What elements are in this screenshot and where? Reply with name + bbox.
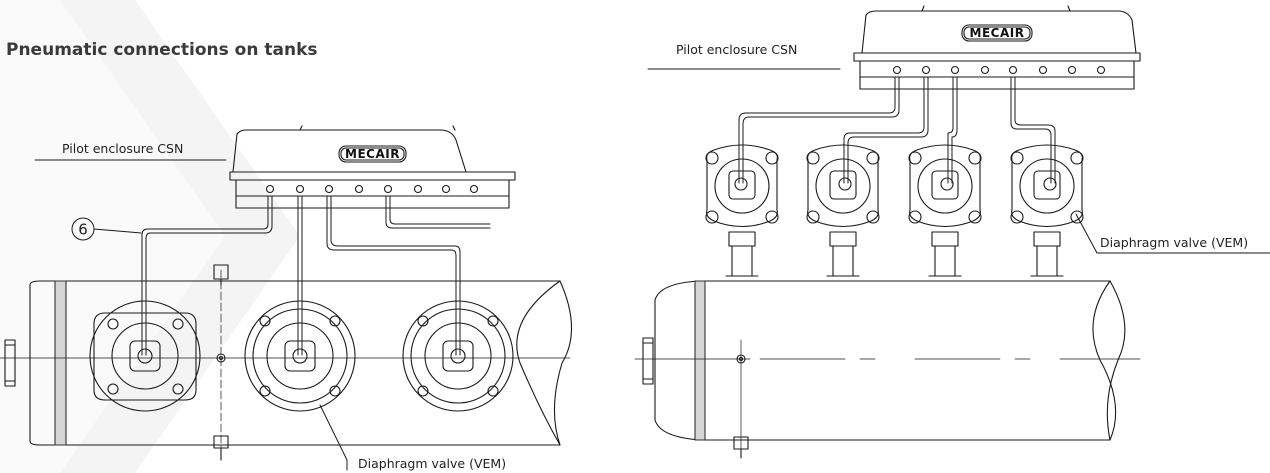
right-tank — [634, 280, 1141, 459]
left-diagram: Pilot enclosure CSN MECAIR — [0, 125, 573, 471]
right-pilot-ports — [892, 65, 1106, 75]
right-valve-1 — [705, 144, 779, 277]
right-diagram: Pilot enclosure CSN MECAIR — [634, 5, 1270, 459]
left-valve-2 — [244, 300, 356, 412]
left-brand-badge — [338, 145, 407, 163]
left-valve-1 — [89, 300, 201, 412]
right-valve-2 — [806, 144, 880, 277]
right-diaphragm-valve-label: Diaphragm valve (VEM) — [1100, 235, 1248, 250]
left-pilot-tubes — [141, 195, 491, 356]
left-diaphragm-valve-label: Diaphragm valve (VEM) — [358, 456, 506, 471]
right-valve-3 — [908, 144, 982, 277]
right-brand-label: MECAIR — [970, 26, 1025, 40]
page-title: Pneumatic connections on tanks — [6, 40, 318, 60]
left-callout-number: 6 — [78, 221, 88, 239]
right-pilot-enclosure-label: Pilot enclosure CSN — [676, 42, 797, 57]
left-pilot-enclosure: MECAIR — [229, 125, 516, 209]
left-diaphragm-leader — [319, 404, 348, 461]
left-valve-3 — [402, 300, 514, 412]
left-tank — [0, 264, 573, 461]
left-pilot-enclosure-label: Pilot enclosure CSN — [62, 141, 183, 156]
right-valve-4 — [1010, 144, 1084, 277]
right-diaphragm-leader — [1075, 213, 1098, 254]
right-pilot-enclosure: MECAIR — [853, 5, 1141, 90]
left-pilot-ports — [265, 184, 479, 194]
left-brand-label: MECAIR — [345, 147, 400, 161]
right-brand-badge — [961, 24, 1033, 42]
right-pilot-tubes — [738, 76, 1056, 184]
left-callout-leader — [93, 228, 142, 234]
